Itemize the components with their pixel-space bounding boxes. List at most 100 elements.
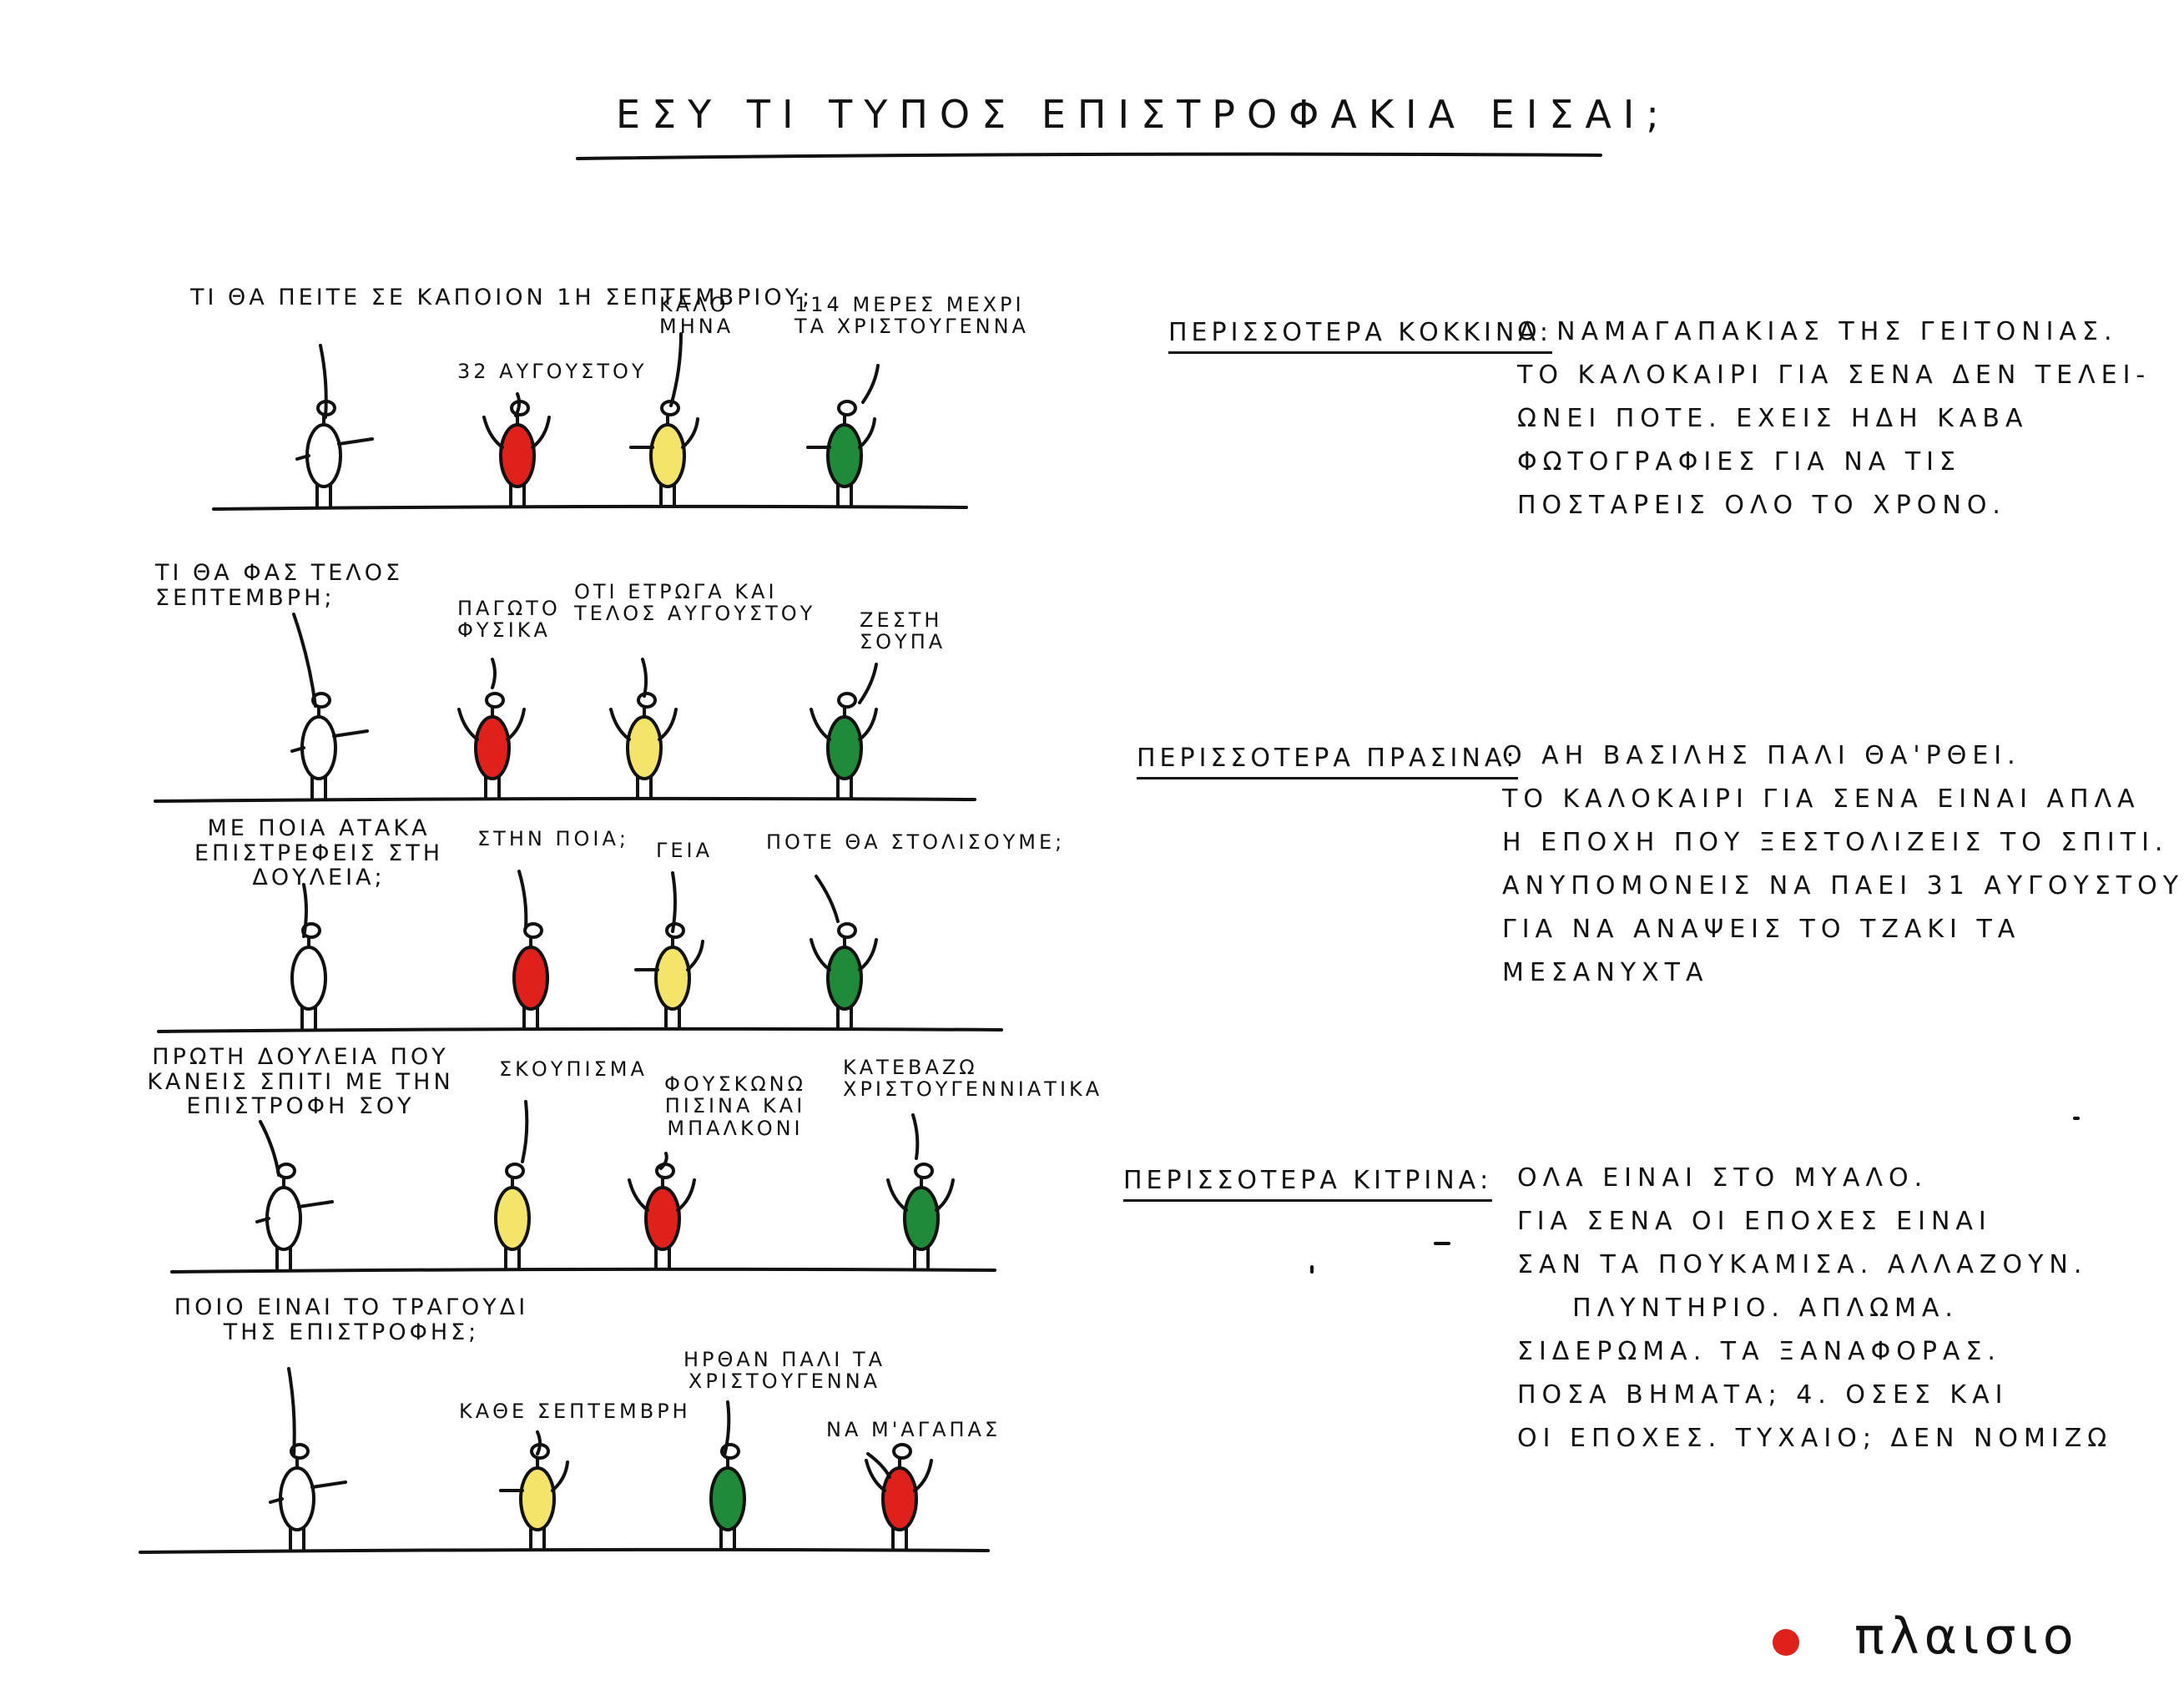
speech-line-7 (641, 658, 648, 698)
row-2-question: ΤΙ ΘΑ ΦΑΣ ΤΕΛΟΣ ΣΕΠΤΕΜΒΡΗ; (155, 560, 404, 611)
speech-line-20 (866, 1452, 891, 1479)
figure-2-white-body (300, 715, 337, 780)
figure-1-white-body (305, 423, 342, 488)
figure-2-green-arm (858, 708, 878, 741)
figure-1-yellow-arm (681, 417, 699, 449)
figure-5-white-arm (269, 1497, 284, 1504)
result-red-text: Ο ΝΑΜΑΓΑΠΑΚΙΑΣ ΤΗΣ ΓΕΙΤΟΝΙΑΣ. ΤΟ ΚΑΛΟΚΑΙ… (1517, 317, 2151, 520)
figure-2-red-arm (457, 708, 479, 741)
figure-1-yellow-head (660, 400, 680, 416)
figure-1-green-arm (858, 417, 876, 449)
figure-2-white-arm (332, 729, 369, 738)
ground-line-1 (212, 504, 968, 511)
figure-3-white-body (290, 946, 327, 1011)
speech-line-14 (521, 1100, 529, 1163)
figure-3-yellow-body (654, 946, 691, 1011)
figure-5-red-arm (913, 1459, 933, 1492)
page-title: ΕΣΥ ΤΙ ΤΥΠΟΣ ΕΠΙΣΤΡΟΦΑΚΙΑ ΕΙΣΑΙ; (616, 92, 1671, 137)
brand-name: πλαισιο (1854, 1607, 2079, 1666)
result-yellow-text: ΟΛΑ ΕΙΝΑΙ ΣΤΟ ΜΥΑΛΟ. ΓΙΑ ΣΕΝΑ ΟΙ ΕΠΟΧΕΣ … (1517, 1163, 2113, 1453)
speech-line-10 (517, 870, 528, 930)
figure-4-red-arm (676, 1178, 696, 1212)
row-1-answer-yellow: ΚΑΛΟ ΜΗΝΑ (659, 293, 734, 339)
speech-line-11 (671, 871, 677, 933)
result-green-text: Ο ΑΗ ΒΑΣΙΛΗΣ ΠΑΛΙ ΘΑ'ΡΘΕΙ. ΤΟ ΚΑΛΟΚΑΙΡΙ … (1502, 741, 2184, 987)
brand-dot (1773, 1629, 1799, 1656)
row-5-answer-red: ΝΑ Μ'ΑΓΑΠΑΣ (826, 1418, 1001, 1441)
row-5-answer-green: ΗΡΘΑΝ ΠΑΛΙ ΤΑ ΧΡΙΣΤΟΥΓΕΝΝΑ (683, 1348, 886, 1394)
figure-4-green-arm (935, 1178, 955, 1212)
speech-line-3 (669, 332, 683, 407)
row-4-answer-red: ΦΟΥΣΚΩΝΩ ΠΙΣΙΝΑ ΚΑΙ ΜΠΑΛΚΟΝΙ (664, 1072, 806, 1140)
figure-3-red-head (523, 922, 543, 939)
row-1-question: ΤΙ ΘΑ ΠΕΙΤΕ ΣΕ ΚΑΠΟΙΟΝ 1Η ΣΕΠΤΕΜΒΡΙΟΥ; (190, 285, 814, 310)
speech-line-5 (292, 613, 317, 708)
row-3-answer-red: ΣΤΗΝ ΠΟΙΑ; (477, 827, 629, 850)
figure-4-red-arm (628, 1178, 649, 1212)
figure-5-red-head (892, 1443, 912, 1460)
ground-line-4 (170, 1267, 996, 1274)
speech-line-12 (815, 875, 840, 923)
figure-3-green-head (837, 922, 857, 939)
speech-line-6 (491, 658, 497, 689)
figure-3-green-arm (810, 938, 831, 971)
speech-line-19 (723, 1400, 731, 1457)
row-1-answer-green: 114 ΜΕΡΕΣ ΜΕΧΡΙ ΤΑ ΧΡΙΣΤΟΥΓΕΝΝΑ (794, 293, 1029, 339)
figure-3-white-head (301, 922, 321, 939)
row-2-answer-red: ΠΑΓΩΤΟ ΦΥΣΙΚΑ (457, 597, 561, 643)
figure-1-white-arm (295, 454, 310, 461)
speech-line-17 (287, 1367, 296, 1457)
ground-line-5 (139, 1547, 990, 1554)
figure-2-white-head (311, 692, 331, 709)
figure-1-red-body (499, 423, 536, 488)
figure-4-green-arm (886, 1178, 908, 1212)
row-4-answer-yellow: ΣΚΟΥΠΙΣΜΑ (499, 1057, 648, 1081)
figure-5-green-body (709, 1466, 746, 1531)
row-2-answer-green: ΖΕΣΤΗ ΣΟΥΠΑ (860, 608, 946, 654)
ground-line-2 (154, 796, 976, 803)
figure-1-red-arm (531, 416, 551, 449)
figure-4-yellow-head (505, 1163, 525, 1179)
figure-4-white-head (276, 1163, 296, 1179)
speech-line-16 (911, 1113, 920, 1160)
figure-1-white-arm (337, 437, 374, 446)
figure-2-green-body (826, 715, 863, 780)
figure-5-yellow-arm (551, 1460, 569, 1492)
row-3-question: ΜΕ ΠΟΙΑ ΑΤΑΚΑ ΕΠΙΣΤΡΕΦΕΙΣ ΣΤΗ ΔΟΥΛΕΙΑ; (194, 815, 443, 891)
figure-2-yellow-arm (609, 708, 631, 741)
row-1-answer-red: 32 ΑΥΓΟΥΣΤΟΥ (457, 360, 648, 383)
figure-4-white-arm (255, 1217, 270, 1223)
figure-5-white-arm (310, 1481, 347, 1489)
figure-4-green-body (903, 1186, 940, 1251)
row-5-question: ΠΟΙΟ ΕΙΝΑΙ ΤΟ ΤΡΑΓΟΥΔΙ ΤΗΣ ΕΠΙΣΤΡΟΦΗΣ; (174, 1294, 529, 1345)
speech-line-8 (858, 663, 878, 704)
figure-2-yellow-body (626, 715, 663, 780)
figure-3-red-body (512, 946, 549, 1011)
figure-3-green-body (826, 946, 863, 1011)
speech-line-1 (319, 344, 328, 419)
row-2-answer-yellow: ΟΤΙ ΕΤΡΩΓΑ ΚΑΙ ΤΕΛΟΣ ΑΥΓΟΥΣΤΟΥ (574, 580, 816, 626)
speech-line-18 (536, 1430, 542, 1455)
figure-3-green-arm (858, 938, 878, 971)
row-3-answer-yellow: ΓΕΙΑ (656, 839, 714, 862)
result-yellow-label: ΠΕΡΙΣΣΟΤΕΡΑ ΚΙΤΡΙΝΑ: (1123, 1167, 1493, 1202)
figure-5-red-arm (865, 1459, 886, 1492)
figure-2-white-arm (290, 746, 305, 753)
figure-2-yellow-arm (658, 708, 678, 741)
speech-line-15 (659, 1152, 668, 1170)
speech-line-9 (302, 883, 308, 938)
figure-1-green-body (826, 423, 863, 488)
speech-line-13 (259, 1120, 280, 1177)
row-3-answer-green: ΠΟΤΕ ΘΑ ΣΤΟΛΙΣΟΥΜΕ; (766, 830, 1066, 854)
row-4-question: ΠΡΩΤΗ ΔΟΥΛΕΙΑ ΠΟΥ ΚΑΝΕΙΣ ΣΠΙΤΙ ΜΕ ΤΗΝ ΕΠ… (147, 1044, 454, 1120)
title-underline (576, 152, 1602, 160)
figure-1-red-arm (482, 416, 504, 449)
figure-4-green-head (914, 1163, 934, 1179)
figure-4-yellow-body (494, 1186, 531, 1251)
result-green-label: ΠΕΡΙΣΣΟΤΕΡΑ ΠΡΑΣΙΝΑ: (1137, 744, 1519, 779)
figure-4-red-head (655, 1163, 675, 1179)
figure-5-yellow-body (519, 1466, 556, 1531)
figure-4-white-body (265, 1186, 302, 1251)
speech-line-2 (514, 392, 522, 417)
row-4-answer-green: ΚΑΤΕΒΑΖΩ ΧΡΙΣΤΟΥΓΕΝΝΙΑΤΙΚΑ (843, 1056, 1103, 1102)
